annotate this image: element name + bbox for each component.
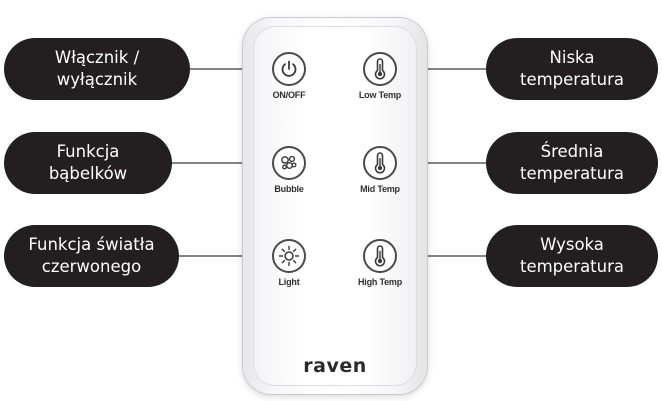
callout-bubble: Funkcja bąbelków	[4, 132, 172, 194]
callout-light: Funkcja światła czerwonego	[4, 225, 179, 287]
mid-temp-button[interactable]	[363, 146, 397, 180]
bubble-label: Bubble	[274, 184, 304, 194]
light-button[interactable]	[272, 239, 306, 273]
callout-low-temp-line1: Niska	[549, 48, 595, 67]
onoff-button[interactable]	[272, 52, 306, 86]
callout-high-temp-line1: Wysoka	[540, 235, 604, 254]
callout-light-line1: Funkcja światła	[28, 235, 155, 254]
brand-logo: raven	[303, 355, 367, 377]
thermometer-icon	[370, 245, 390, 267]
callout-bubble-line1: Funkcja	[56, 142, 120, 161]
callout-onoff: Włącznik / wyłącznik	[4, 38, 190, 100]
bubbles-icon	[278, 152, 300, 174]
callout-high-temp-line2: temperatura	[519, 257, 625, 276]
mid-temp-label: Mid Temp	[360, 184, 400, 194]
high-temp-label: High Temp	[357, 277, 403, 287]
low-temp-label: Low Temp	[358, 90, 402, 100]
callout-light-line2: czerwonego	[41, 257, 142, 276]
thermometer-icon	[370, 58, 390, 80]
low-temp-button[interactable]	[363, 52, 397, 86]
callout-onoff-line1: Włącznik /	[54, 48, 140, 67]
sun-icon	[277, 244, 301, 268]
power-icon	[279, 59, 299, 79]
high-temp-button[interactable]	[363, 239, 397, 273]
callout-mid-temp-line2: temperatura	[519, 164, 625, 183]
onoff-label: ON/OFF	[272, 90, 306, 100]
callout-low-temp-line2: temperatura	[519, 70, 625, 89]
light-label: Light	[278, 277, 300, 287]
thermometer-icon	[370, 152, 390, 174]
callout-mid-temp: Średnia temperatura	[486, 132, 658, 194]
callout-onoff-line2: wyłącznik	[56, 70, 138, 89]
callout-high-temp: Wysoka temperatura	[486, 225, 658, 287]
callout-low-temp: Niska temperatura	[486, 38, 658, 100]
bubble-button[interactable]	[272, 146, 306, 180]
callout-mid-temp-line1: Średnia	[540, 142, 604, 161]
remote-control-face	[253, 26, 417, 386]
callout-bubble-line2: bąbelków	[48, 164, 128, 183]
